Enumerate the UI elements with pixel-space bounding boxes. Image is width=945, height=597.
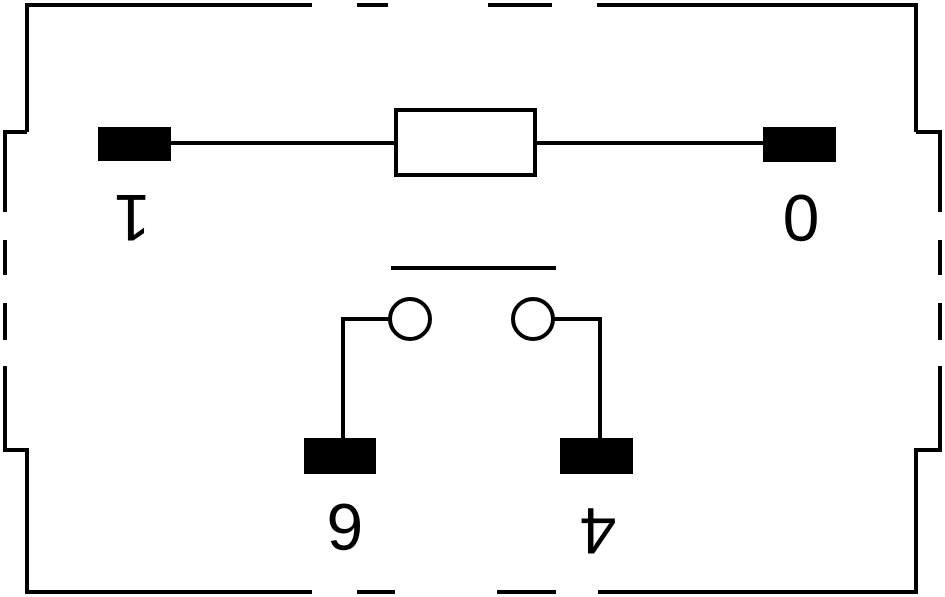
switch-circuit — [304, 266, 633, 474]
housing-bottom-right — [598, 366, 942, 594]
switch-right-wire — [553, 317, 602, 438]
switch-left-wire — [341, 317, 390, 438]
pin-1-pad — [98, 127, 171, 161]
housing-left-notch — [3, 130, 27, 212]
pin-0-label: 0 — [783, 181, 820, 255]
housing-right-notch — [916, 130, 942, 212]
pin-4-label: 4 — [580, 494, 617, 568]
coil-resistor-icon — [394, 108, 537, 177]
coil-circuit — [98, 108, 836, 177]
pin-0-pad — [763, 127, 836, 162]
pin-6-pad — [304, 438, 376, 474]
housing-top-right — [597, 3, 918, 132]
pin-1-label: 1 — [114, 181, 151, 255]
housing-top-left — [25, 3, 312, 132]
pin-4-pad — [560, 438, 633, 474]
housing-outline — [3, 3, 942, 594]
housing-left-lower — [3, 366, 312, 594]
pin-6-label: 6 — [327, 490, 364, 564]
switch-left-contact-icon — [388, 297, 432, 341]
switch-right-contact-icon — [511, 297, 555, 341]
